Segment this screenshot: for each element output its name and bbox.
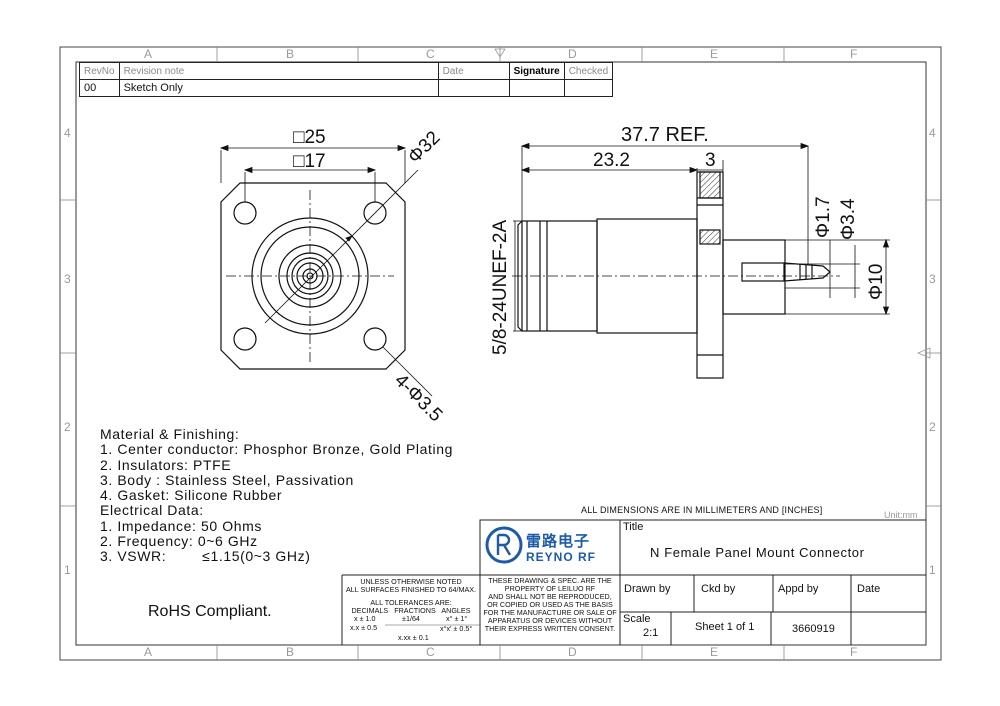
dim-rear-diameter: Φ10 xyxy=(866,263,887,300)
zone-col-a-bottom: A xyxy=(144,645,153,659)
tolerance-fraction: ±1/64 xyxy=(402,614,420,623)
tolerance-angle-1: x° ± 1° xyxy=(446,614,468,623)
zone-row-3: 3 xyxy=(64,272,71,286)
material-item: 4. Gasket: Silicone Rubber xyxy=(100,487,283,504)
scale-label: Scale xyxy=(623,613,651,625)
zone-row-2-right: 2 xyxy=(929,420,936,434)
material-item: 2. Insulators: PTFE xyxy=(100,456,232,473)
rev-header-revno: RevNo xyxy=(79,62,120,80)
dim-body-length: 23.2 xyxy=(593,150,630,171)
zone-col-f-bottom: F xyxy=(850,645,858,659)
rev-header-signature: Signature xyxy=(508,62,565,80)
zone-col-b: B xyxy=(286,47,295,61)
tolerance-heading: ALL TOLERANCES ARE: xyxy=(370,598,452,607)
zone-col-b-bottom: B xyxy=(286,645,295,659)
dim-flange-thickness: 3 xyxy=(705,150,716,171)
disclaimer-note: THESE DRAWING & SPEC. ARE THE PROPERTY O… xyxy=(483,576,617,633)
tolerance-x: x ± 1.0 xyxy=(354,614,376,623)
ckd-by-label: Ckd by xyxy=(701,583,736,595)
logo-chinese: 雷路电子 xyxy=(526,533,591,550)
rev-header-date: Date xyxy=(437,62,510,80)
zone-row-3-right: 3 xyxy=(929,272,936,286)
zone-row-1-right: 1 xyxy=(929,563,936,577)
scale-value: 2:1 xyxy=(643,627,659,639)
tolerance-columns: DECIMALS FRACTIONS ANGLES xyxy=(351,606,471,615)
logo-english: REYNO RF xyxy=(526,550,597,564)
material-item: 3. Body : Stainless Steel, Passivation xyxy=(100,471,354,488)
zone-col-d: D xyxy=(568,47,577,61)
rohs-note: RoHS Compliant. xyxy=(148,603,272,620)
rev-cell-date xyxy=(437,79,510,97)
dim-overall-ref: 37.7 REF. xyxy=(621,124,709,146)
unit-label: Unit:mm xyxy=(884,510,918,520)
all-dimensions-note: ALL DIMENSIONS ARE IN MILLIMETERS AND [I… xyxy=(581,505,823,515)
zone-col-f: F xyxy=(850,47,858,61)
zone-col-c: C xyxy=(426,47,435,61)
dim-inner-square: □17 xyxy=(293,151,326,172)
zone-row-1: 1 xyxy=(64,563,71,577)
material-notes: Material & Finishing:1. Center conductor… xyxy=(100,426,453,565)
reyno-logo xyxy=(485,526,523,564)
zone-col-e: E xyxy=(710,47,719,61)
date-label: Date xyxy=(857,583,881,595)
side-view xyxy=(517,171,831,379)
dim-outer-square: □25 xyxy=(293,127,326,148)
zone-col-d-bottom: D xyxy=(568,645,577,659)
rev-cell-revno: 00 xyxy=(79,79,120,97)
part-number: 3660919 xyxy=(792,623,835,635)
rev-cell-note: Sketch Only xyxy=(118,79,439,97)
revision-table: RevNo Revision note Date Signature Check… xyxy=(79,62,614,97)
electrical-item: 2. Frequency: 0~6 GHz xyxy=(100,533,258,550)
tolerance-xxx: x.xx ± 0.1 xyxy=(398,633,429,642)
material-item: 1. Center conductor: Phosphor Bronze, Go… xyxy=(100,441,453,458)
drawing-title: N Female Panel Mount Connector xyxy=(650,545,865,560)
zone-col-c-bottom: C xyxy=(426,645,435,659)
dim-thread: 5/8-24UNEF-2A xyxy=(490,219,511,355)
rev-cell-signature xyxy=(508,79,565,97)
tolerance-xx: x.x ± 0.5 xyxy=(350,623,378,632)
zone-col-e-bottom: E xyxy=(710,645,719,659)
material-heading: Material & Finishing: xyxy=(100,426,240,442)
electrical-item: 1. Impedance: 50 Ohms xyxy=(100,517,263,534)
dim-pin-diameter: Φ1.7 xyxy=(813,196,834,238)
tolerance-note: UNLESS OTHERWISE NOTED ALL SURFACES FINI… xyxy=(345,577,477,594)
rev-cell-checked xyxy=(563,79,614,97)
zone-row-4-right: 4 xyxy=(929,126,936,140)
rev-header-note: Revision note xyxy=(118,62,439,80)
dim-insulator-diameter: Φ3.4 xyxy=(838,198,859,240)
title-label: Title xyxy=(623,521,644,533)
zone-row-4: 4 xyxy=(64,126,71,140)
tolerance-angle-2: x°x' ± 0.5° xyxy=(440,624,473,633)
table-row: 00 Sketch Only xyxy=(79,79,614,97)
zone-row-2: 2 xyxy=(64,420,71,434)
rev-header-checked: Checked xyxy=(563,62,614,80)
electrical-item: 3. VSWR: ≤1.15(0~3 GHz) xyxy=(100,548,311,565)
drawn-by-label: Drawn by xyxy=(624,583,671,595)
zone-col-a: A xyxy=(144,47,153,61)
sheet-label: Sheet 1 of 1 xyxy=(695,621,755,633)
appd-by-label: Appd by xyxy=(778,583,819,595)
electrical-heading: Electrical Data: xyxy=(100,502,204,519)
